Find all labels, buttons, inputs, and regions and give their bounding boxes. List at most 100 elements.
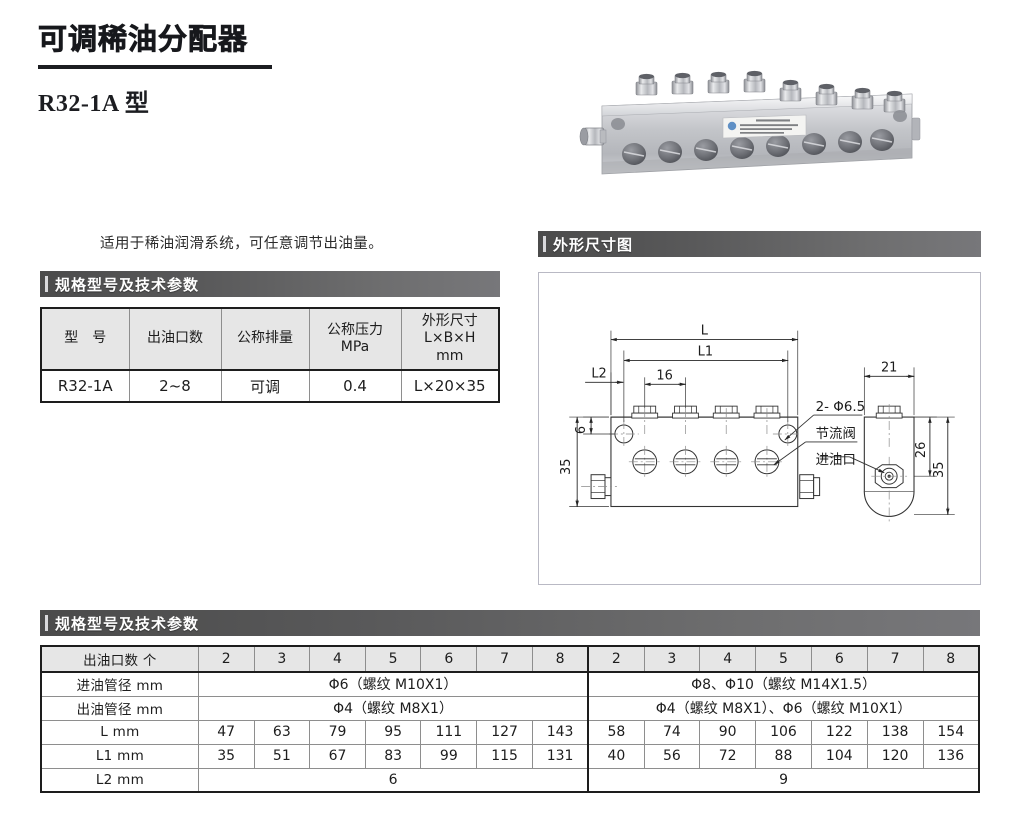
intro-description: 适用于稀油润滑系统，可任意调节出油量。 xyxy=(100,236,384,252)
cell-outlet-pipe-b: Φ4（螺纹 M8X1）、Φ6（螺纹 M10X1） xyxy=(587,695,980,721)
header-nominal-displacement: 公称排量 xyxy=(220,307,310,371)
dim-L1 xyxy=(623,350,789,423)
table-row-inlet-pipe: 进油管径 mm Φ6（螺纹 M10X1） Φ8、Φ10（螺纹 M14X1.5） xyxy=(40,671,980,697)
section-header-outline: 外形尺寸图 xyxy=(538,231,981,257)
outline-drawing-panel: L L1 L2 16 21 6 35 26 35 2- Φ6.5 节流阀 进油口 xyxy=(538,272,981,585)
header-ports-b-7: 7 xyxy=(866,645,924,673)
section-header-outline-label: 外形尺寸图 xyxy=(553,235,634,254)
section-header-spec-top: 规格型号及技术参数 xyxy=(40,271,500,297)
cell-outlet-pipe-a: Φ4（螺纹 M8X1） xyxy=(197,695,589,721)
cell-L-b-5: 106 xyxy=(755,719,812,745)
callout-leaders xyxy=(773,414,885,474)
table-row-L2: L2 mm 6 9 xyxy=(40,767,980,793)
cell-L1-b-4: 72 xyxy=(699,743,757,769)
row-label-inlet-pipe: 进油管径 mm xyxy=(40,671,199,697)
row-label-L: L mm xyxy=(40,719,199,745)
header-ports-b-8: 8 xyxy=(922,645,980,673)
header-ports-b-2: 2 xyxy=(587,645,645,673)
header-ports-b-3: 3 xyxy=(643,645,701,673)
dim-label-side-width: 21 xyxy=(881,360,897,375)
table-row-L1: L1 mm 35 51 67 83 99 115 131 40 56 72 88… xyxy=(40,743,980,769)
header-ports-a-6: 6 xyxy=(420,645,478,673)
cell-outlet-count: 2~8 xyxy=(128,369,222,403)
cell-L-b-7: 138 xyxy=(866,719,924,745)
dim-pitch-16 xyxy=(644,377,686,409)
side-view xyxy=(863,404,915,522)
outlet-ports xyxy=(622,129,894,165)
section-header-spec-bottom-label: 规格型号及技术参数 xyxy=(55,614,200,633)
cell-L1-a-3: 51 xyxy=(253,743,311,769)
bar-accent xyxy=(543,236,546,252)
cell-L1-a-2: 35 xyxy=(197,743,255,769)
cell-L-a-6: 111 xyxy=(420,719,478,745)
cell-L1-b-2: 40 xyxy=(587,743,645,769)
dim-label-L: L xyxy=(701,324,709,339)
row-label-port-count: 出油口数 个 xyxy=(40,645,199,673)
spec-table-bottom: 出油口数 个 2 3 4 5 6 7 8 2 3 4 5 6 7 8 进油管径 … xyxy=(40,645,980,793)
row-label-L2: L2 mm xyxy=(40,767,199,793)
callout-hole-note: 2- Φ6.5 xyxy=(816,400,866,415)
front-view-outlet-ports xyxy=(628,445,783,478)
dim-label-L2: L2 xyxy=(591,366,606,381)
cell-nominal-displacement: 可调 xyxy=(220,369,310,403)
table-header-row: 出油口数 个 2 3 4 5 6 7 8 2 3 4 5 6 7 8 xyxy=(40,645,980,673)
header-ports-b-4: 4 xyxy=(699,645,757,673)
cell-L1-a-4: 67 xyxy=(309,743,366,769)
header-ports-a-3: 3 xyxy=(253,645,311,673)
cell-model: R32-1A xyxy=(40,369,130,403)
bar-accent xyxy=(45,276,48,292)
header-ports-a-8: 8 xyxy=(531,645,589,673)
front-view-adjusting-nuts xyxy=(631,405,781,437)
table-header-row: 型 号 出油口数 公称排量 公称压力 MPa 外形尺寸 L×B×H mm xyxy=(40,307,500,371)
dim-L xyxy=(610,330,799,416)
header-ports-a-5: 5 xyxy=(364,645,422,673)
dim-height-35-front xyxy=(569,416,609,507)
cell-L1-a-7: 115 xyxy=(476,743,533,769)
cell-L-b-4: 90 xyxy=(699,719,757,745)
front-view-end-fittings xyxy=(581,474,821,500)
header-ports-b-5: 5 xyxy=(755,645,812,673)
header-outlet-count: 出油口数 xyxy=(128,307,222,371)
dim-label-pitch: 16 xyxy=(656,368,672,383)
cell-outline-size: L×20×35 xyxy=(400,369,500,403)
section-header-spec-top-label: 规格型号及技术参数 xyxy=(55,275,200,294)
cell-L-b-6: 122 xyxy=(810,719,868,745)
cell-L-a-8: 143 xyxy=(531,719,589,745)
bar-accent xyxy=(45,615,48,631)
adjusting-screws xyxy=(635,70,906,113)
callout-throttle-valve: 节流阀 xyxy=(816,426,856,442)
cell-nominal-pressure: 0.4 xyxy=(308,369,402,403)
cell-L1-b-3: 56 xyxy=(643,743,701,769)
callout-oil-inlet: 进油口 xyxy=(816,452,856,468)
dim-label-height-inner: 26 xyxy=(914,442,929,458)
cell-L1-a-5: 83 xyxy=(364,743,422,769)
cell-L-a-3: 63 xyxy=(253,719,311,745)
dim-label-L1: L1 xyxy=(698,344,713,359)
cell-L-a-5: 95 xyxy=(364,719,422,745)
cell-L-a-2: 47 xyxy=(197,719,255,745)
header-model: 型 号 xyxy=(40,307,130,371)
product-photo-image xyxy=(579,70,921,175)
cell-L1-b-5: 88 xyxy=(755,743,812,769)
dim-width-21 xyxy=(863,367,915,416)
header-ports-b-6: 6 xyxy=(810,645,868,673)
row-label-L1: L1 mm xyxy=(40,743,199,769)
dim-L2 xyxy=(585,372,624,416)
right-end-stub xyxy=(911,117,921,141)
mounting-holes xyxy=(611,110,907,130)
row-label-outlet-pipe: 出油管径 mm xyxy=(40,695,199,721)
product-photo xyxy=(560,66,942,201)
header-outline-size: 外形尺寸 L×B×H mm xyxy=(400,307,500,371)
section-header-spec-bottom: 规格型号及技术参数 xyxy=(40,610,980,636)
cell-L1-b-7: 120 xyxy=(866,743,924,769)
cell-L2-a: 6 xyxy=(197,767,589,793)
header-ports-a-2: 2 xyxy=(197,645,255,673)
cell-L1-b-6: 104 xyxy=(810,743,868,769)
inlet-fitting xyxy=(579,127,607,146)
table-row-L: L mm 47 63 79 95 111 127 143 58 74 90 10… xyxy=(40,719,980,745)
cell-inlet-pipe-b: Φ8、Φ10（螺纹 M14X1.5） xyxy=(587,671,980,697)
cell-L-a-4: 79 xyxy=(309,719,366,745)
page-title: 可调稀油分配器 xyxy=(38,22,249,56)
cell-L-a-7: 127 xyxy=(476,719,533,745)
cell-inlet-pipe-a: Φ6（螺纹 M10X1） xyxy=(197,671,589,697)
